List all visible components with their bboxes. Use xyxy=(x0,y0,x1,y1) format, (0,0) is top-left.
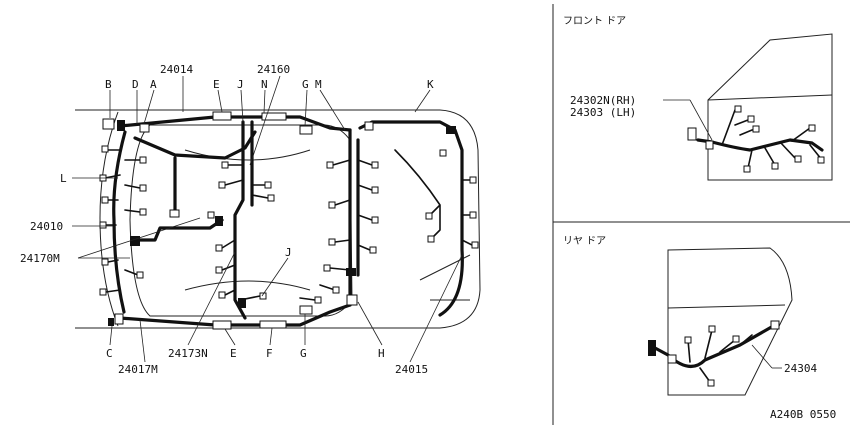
callout-24010: 24010 xyxy=(30,220,63,233)
callout-A: A xyxy=(150,78,157,91)
callout-B: B xyxy=(105,78,112,91)
harness-branches xyxy=(104,149,473,301)
callout-L: L xyxy=(60,172,67,185)
callout-E-top: E xyxy=(213,78,220,91)
callout-24015: 24015 xyxy=(395,363,428,376)
callout-24017M: 24017M xyxy=(118,363,158,376)
rear-door-outline xyxy=(667,247,793,396)
callout-C: C xyxy=(106,347,113,360)
body-callout-labels: B D A 24014 E J N 24160 G M K L 24010 24… xyxy=(20,63,434,376)
callout-J-mid: J xyxy=(285,246,292,259)
rear-door-panel: リヤ ドア 24304 xyxy=(563,236,817,396)
callout-H: H xyxy=(378,347,385,360)
front-door-panel: フロント ドア 24302N(RH) 24303 (LH) xyxy=(563,16,833,181)
panel-dividers xyxy=(552,4,850,425)
front-door-part-lh: 24303 (LH) xyxy=(570,106,636,119)
callout-24014: 24014 xyxy=(160,63,193,76)
front-door-title: フロント ドア xyxy=(563,16,626,27)
callout-G-bot: G xyxy=(300,347,307,360)
callout-M: M xyxy=(315,78,322,91)
callout-N: N xyxy=(261,78,268,91)
harness-connectors xyxy=(99,111,479,330)
callout-24160: 24160 xyxy=(257,63,290,76)
callout-G-top: G xyxy=(302,78,309,91)
rear-door-title: リヤ ドア xyxy=(563,236,606,247)
callout-F: F xyxy=(266,347,273,360)
main-harness xyxy=(112,115,464,327)
callout-24170M: 24170M xyxy=(20,252,60,265)
figure-code: A240B 0550 xyxy=(770,408,836,421)
front-door-outline xyxy=(707,33,833,181)
callout-24173N: 24173N xyxy=(168,347,208,360)
front-door-part-rh: 24302N(RH) xyxy=(570,94,636,107)
callout-J-top: J xyxy=(237,78,244,91)
label-leaders xyxy=(72,75,463,363)
callout-K: K xyxy=(427,78,434,91)
callout-D: D xyxy=(132,78,139,91)
rear-door-part: 24304 xyxy=(784,362,817,375)
vehicle-body-outline xyxy=(75,109,481,329)
callout-E-bot: E xyxy=(230,347,237,360)
